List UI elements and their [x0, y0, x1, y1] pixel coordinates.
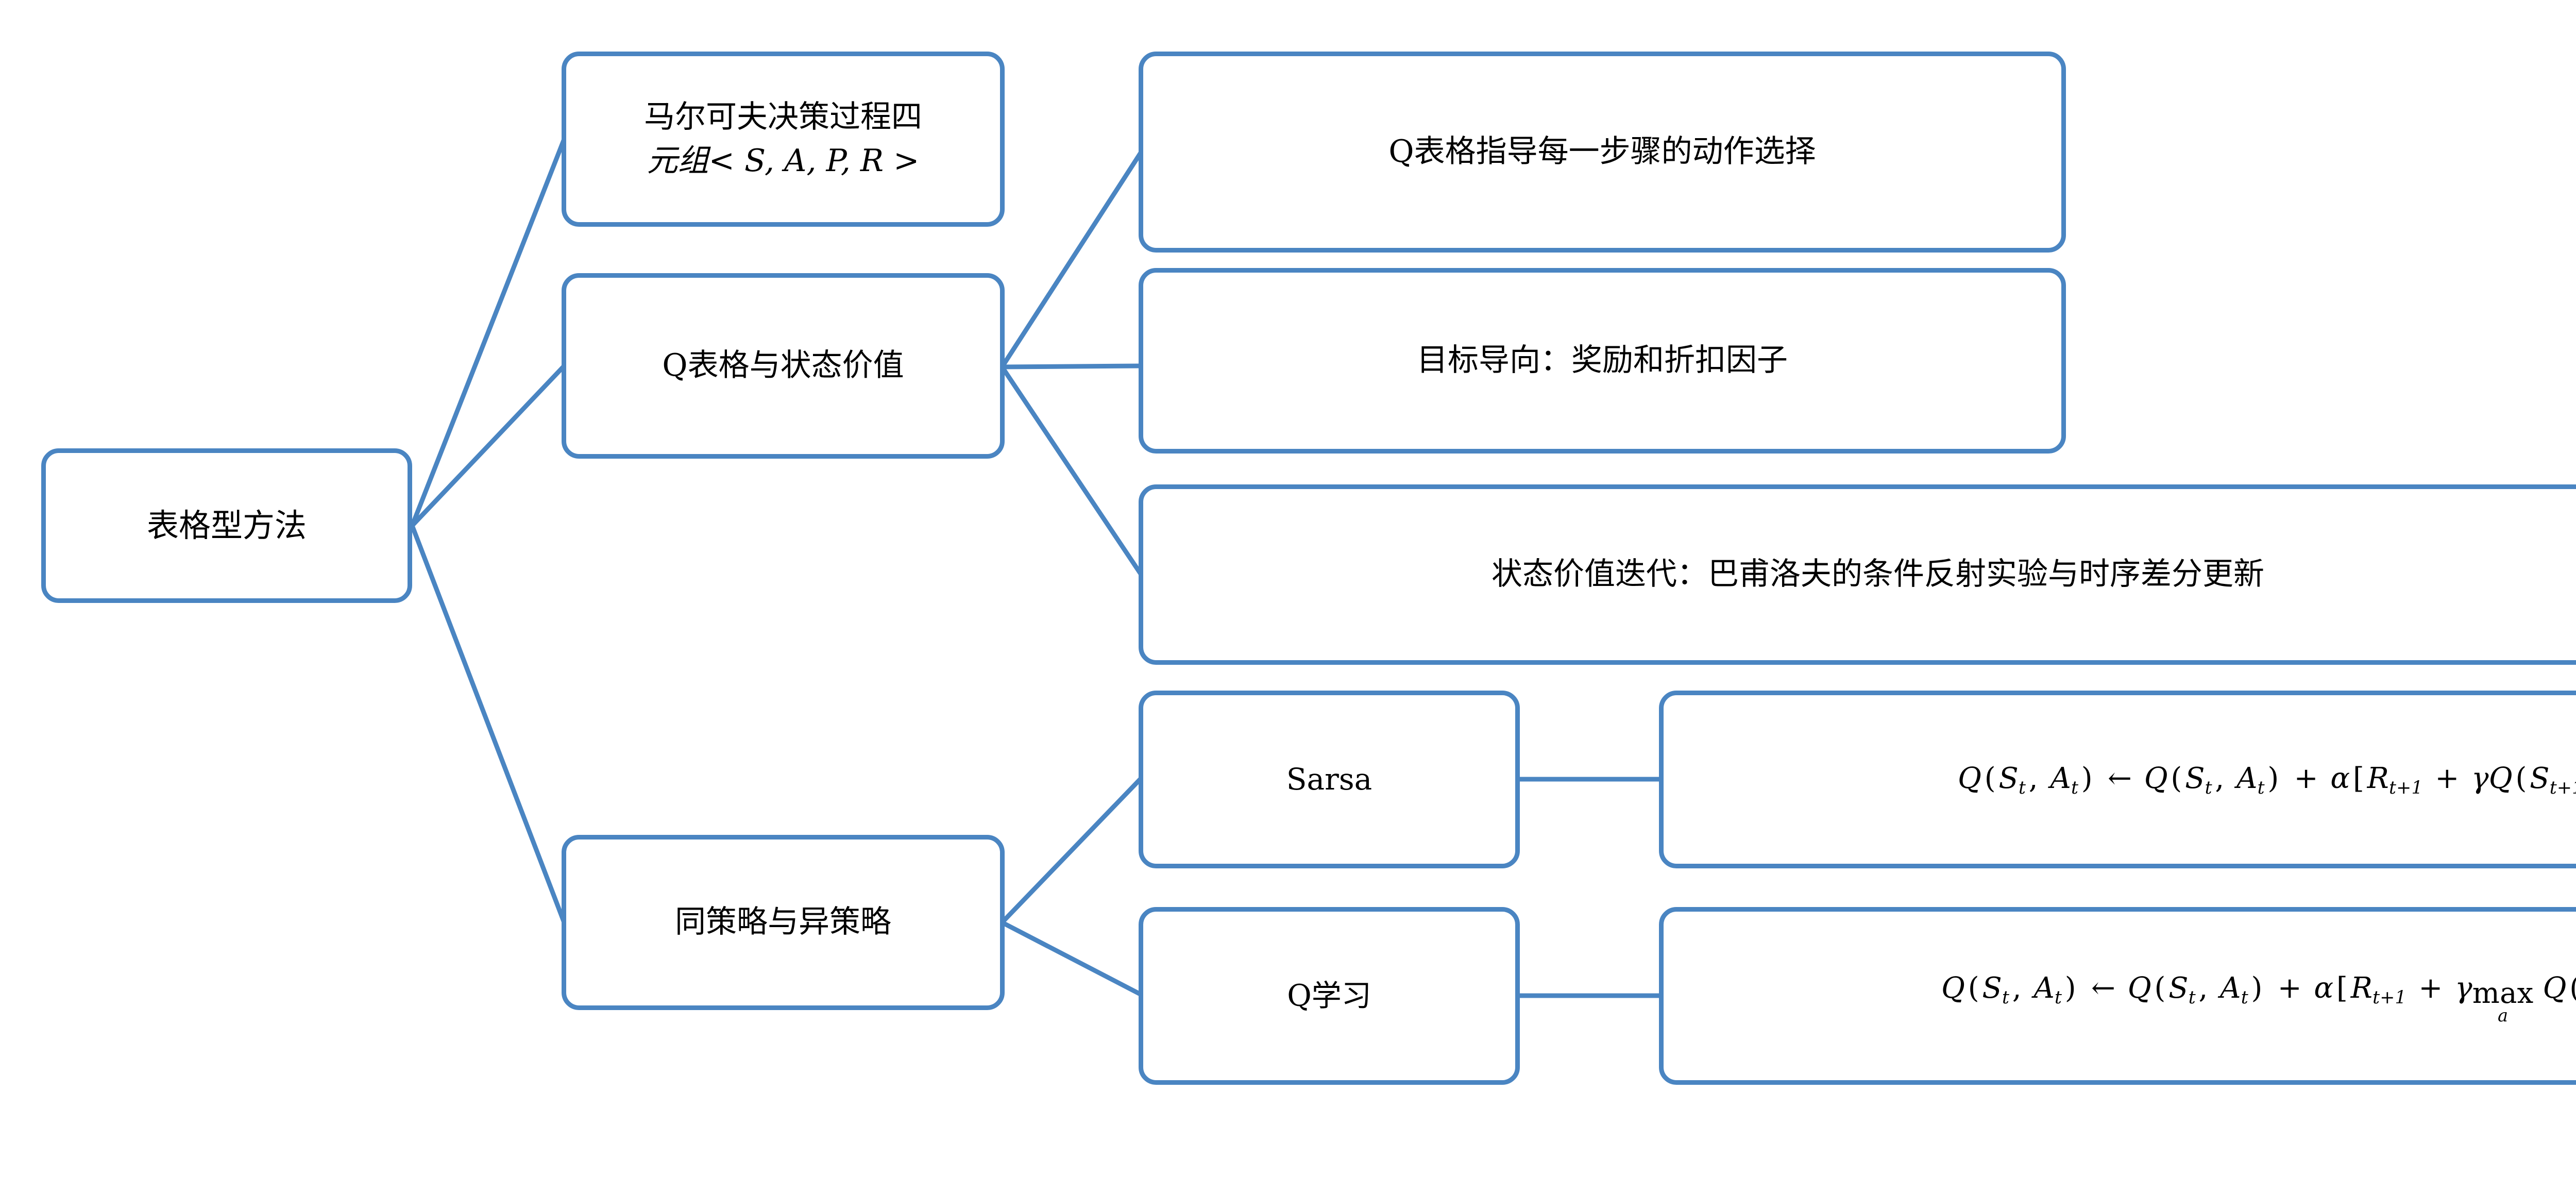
sarsa-formula-text: Q(St, At) ← Q(St, At) + α[Rt+1 + γQ(St+1…	[1958, 761, 2576, 798]
node-goal-oriented[interactable]: 目标导向：奖励和折扣因子	[1139, 268, 2066, 454]
node-q-action-select-label: Q表格指导每一步骤的动作选择	[1388, 133, 1816, 170]
node-mdp-label-line1: 马尔可夫决策过程四	[644, 98, 922, 135]
node-qtable[interactable]: Q表格与状态价值	[562, 273, 1005, 459]
node-qtable-label: Q表格与状态价值	[662, 347, 904, 384]
node-q-learning-label: Q学习	[1287, 978, 1371, 1014]
node-q-action-select[interactable]: Q表格指导每一步骤的动作选择	[1139, 52, 2066, 253]
node-value-iteration[interactable]: 状态价值迭代：巴甫洛夫的条件反射实验与时序差分更新	[1139, 484, 2576, 665]
edge-policy-to-qlearning	[1001, 920, 1143, 997]
node-sarsa-formula[interactable]: Q(St, At) ← Q(St, At) + α[Rt+1 + γQ(St+1…	[1659, 691, 2576, 868]
edge-qtable-to-value-iteration	[1000, 365, 1143, 576]
node-mdp-label-line2: 元组< S, A, P, R >	[647, 143, 920, 179]
edge-root-to-mdp	[410, 138, 567, 527]
node-onoff-policy-label: 同策略与异策略	[675, 904, 891, 941]
node-root[interactable]: 表格型方法	[41, 448, 412, 603]
node-root-label: 表格型方法	[146, 506, 307, 544]
node-mdp[interactable]: 马尔可夫决策过程四 元组< S, A, P, R >	[562, 52, 1005, 227]
edge-qtable-to-goal	[1002, 363, 1142, 370]
edge-qtable-to-action-select	[1000, 150, 1143, 368]
edge-root-to-policy	[410, 525, 567, 924]
node-sarsa-label: Sarsa	[1286, 762, 1372, 797]
node-q-learning[interactable]: Q学习	[1139, 907, 1520, 1085]
edge-root-to-qtable	[410, 364, 566, 528]
node-sarsa[interactable]: Sarsa	[1139, 691, 1520, 868]
edge-policy-to-sarsa	[1000, 776, 1143, 925]
node-value-iteration-label: 状态价值迭代：巴甫洛夫的条件反射实验与时序差分更新	[1492, 556, 2264, 593]
node-onoff-policy[interactable]: 同策略与异策略	[562, 835, 1005, 1010]
node-goal-oriented-label: 目标导向：奖励和折扣因子	[1417, 342, 1788, 379]
